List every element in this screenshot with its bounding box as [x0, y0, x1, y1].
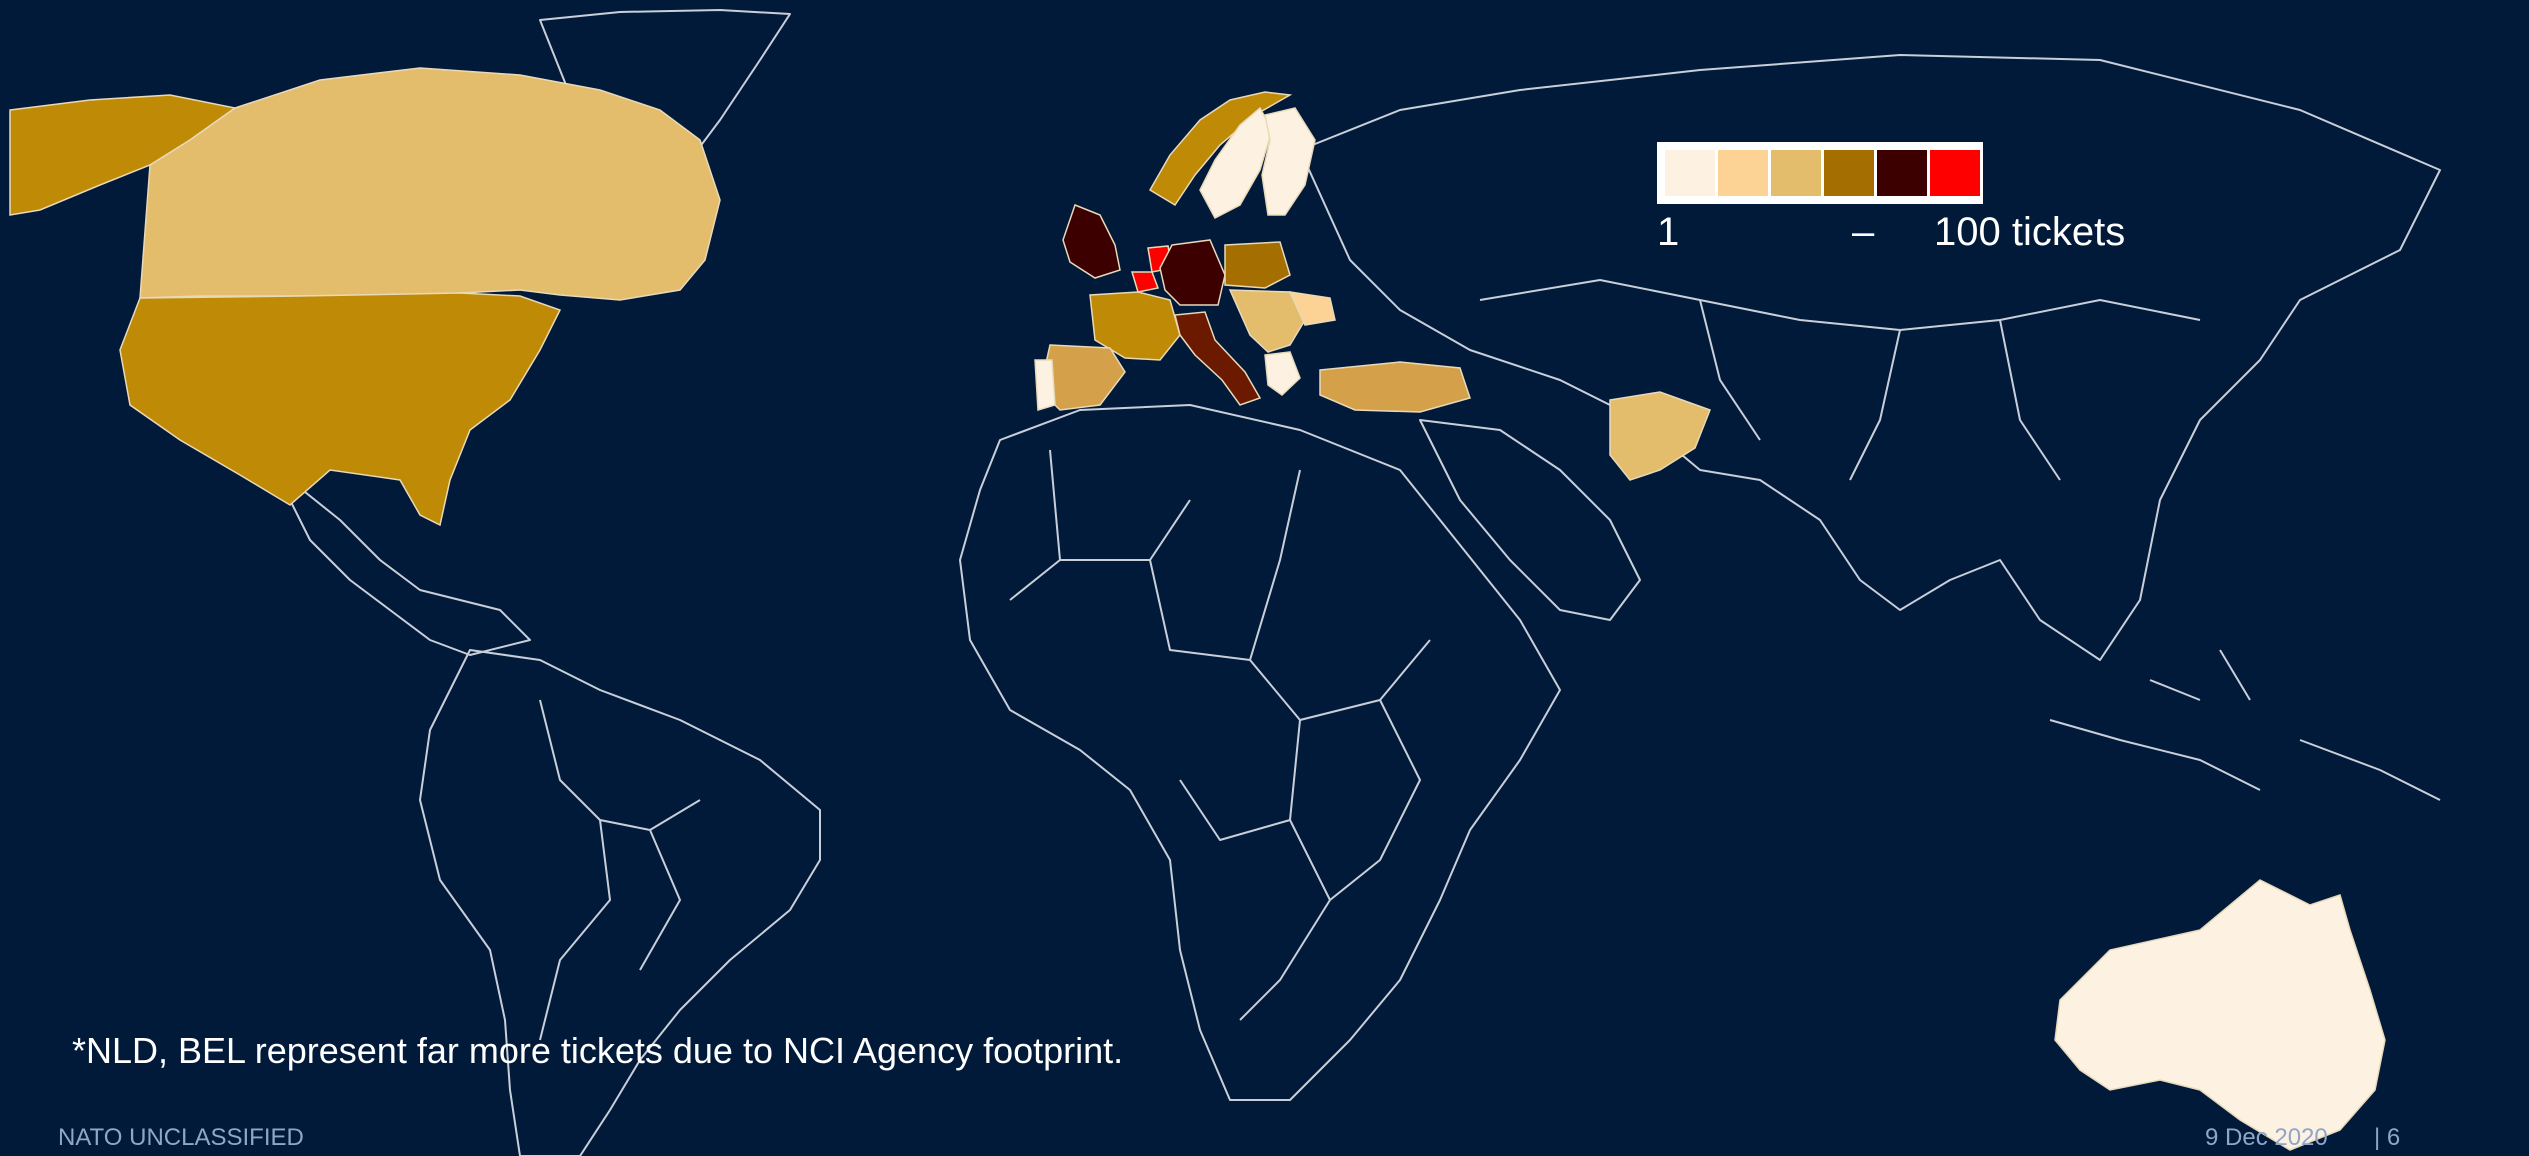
legend-swatch	[1930, 150, 1980, 196]
africa-outline	[959, 404, 1561, 1101]
central-america-outline	[289, 479, 531, 656]
legend-color-scale	[1657, 142, 1983, 204]
region-italy	[1174, 311, 1262, 406]
legend-swatch	[1665, 150, 1715, 196]
region-romania	[1288, 291, 1336, 326]
region-united-kingdom	[1062, 204, 1121, 279]
region-belgium	[1130, 271, 1160, 293]
region-usa	[119, 292, 562, 527]
legend-dash-label: –	[1852, 210, 1875, 254]
region-portugal	[1034, 359, 1056, 411]
region-afghanistan	[1609, 391, 1711, 481]
classification-label: NATO UNCLASSIFIED	[58, 1124, 304, 1151]
asia-borders	[1479, 279, 2201, 481]
legend-swatch	[1718, 150, 1768, 196]
region-turkey	[1319, 361, 1471, 413]
legend-labels: 1 – 100 tickets	[1657, 210, 2177, 266]
southeast-asia-islands	[2049, 649, 2441, 801]
legend-min-label: 1	[1657, 210, 1680, 254]
region-norway	[1148, 91, 1293, 207]
legend-swatch	[1771, 150, 1821, 196]
legend-swatch	[1824, 150, 1874, 196]
south-america-outline	[419, 649, 821, 1156]
region-finland	[1261, 107, 1316, 216]
slide-date: 9 Dec 2020	[2205, 1124, 2328, 1151]
region-canada	[139, 67, 721, 301]
footnote: *NLD, BEL represent far more tickets due…	[72, 1030, 1124, 1071]
legend-max-label: 100 tickets	[1934, 210, 2126, 254]
region-germany	[1159, 239, 1226, 306]
region-greece	[1264, 351, 1301, 396]
legend-swatch	[1877, 150, 1927, 196]
south-america-borders	[539, 699, 701, 1041]
middle-east-outline	[1419, 419, 1641, 621]
region-australia	[2054, 879, 2386, 1151]
slide-page-number: | 6	[2374, 1124, 2401, 1151]
region-france	[1089, 291, 1181, 361]
region-poland	[1224, 241, 1291, 289]
africa-borders	[1009, 449, 1431, 1021]
